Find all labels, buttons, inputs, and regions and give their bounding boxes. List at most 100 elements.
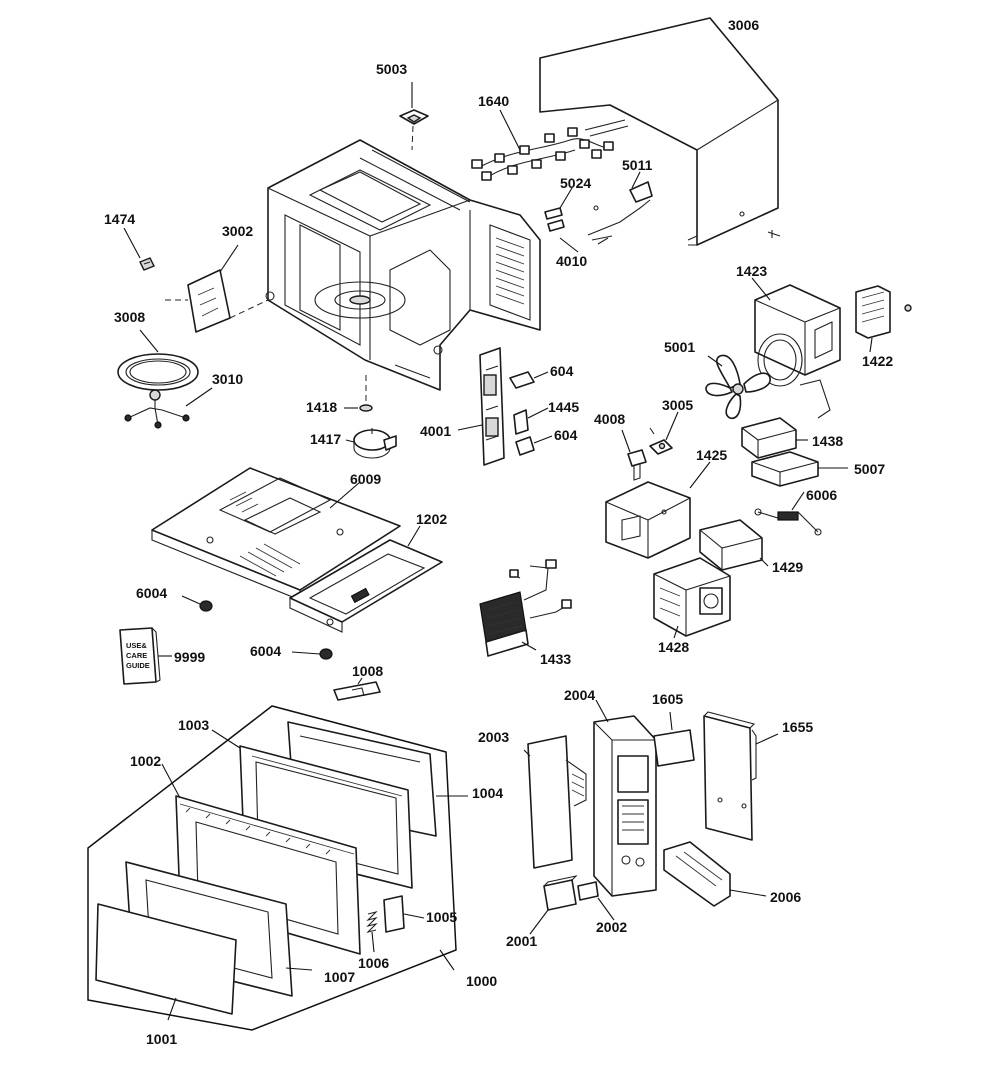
- callout-1418: 1418: [306, 399, 337, 415]
- callout-4010: 4010: [556, 253, 587, 269]
- foot-6004-right: [291, 648, 333, 660]
- air-duct-1429: [699, 519, 769, 571]
- interlock-bracket-4001: [457, 347, 505, 466]
- outer-case-3006: [539, 17, 781, 246]
- relay-1422: [855, 285, 912, 353]
- callout-5001: 5001: [664, 339, 695, 355]
- callout-6009: 6009: [350, 471, 381, 487]
- door-spring-1006: [366, 910, 378, 953]
- callout-2001: 2001: [506, 933, 537, 949]
- control-cover-1655: [703, 711, 779, 841]
- switch-604-upper: [509, 371, 549, 389]
- callout-1005: 1005: [426, 909, 457, 925]
- callout-3006: 3006: [728, 17, 759, 33]
- callout-2004: 2004: [564, 687, 595, 703]
- callout-2003: 2003: [478, 729, 509, 745]
- callout-1640: 1640: [478, 93, 509, 109]
- display-window-1605: [653, 711, 695, 767]
- svg-text:GUIDE: GUIDE: [126, 661, 150, 670]
- callout-5003: 5003: [376, 61, 407, 77]
- lever-2006: [663, 841, 767, 907]
- callout-1425: 1425: [696, 447, 727, 463]
- callout-1001: 1001: [146, 1031, 177, 1047]
- thermostat-3005: [649, 411, 679, 455]
- callout-1428: 1428: [658, 639, 689, 655]
- callout-5007: 5007: [854, 461, 885, 477]
- svg-text:CARE: CARE: [126, 651, 147, 660]
- callout-4001: 4001: [420, 423, 451, 439]
- callout-1445: 1445: [548, 399, 579, 415]
- leader-4010: [559, 237, 579, 253]
- keypad-2003: [523, 735, 587, 869]
- callout-1000: 1000: [466, 973, 497, 989]
- foot-6004-left: [181, 595, 213, 612]
- use-care-guide-9999: USE& CARE GUIDE: [119, 627, 172, 685]
- callout-3005: 3005: [662, 397, 693, 413]
- door-button-2001: [529, 875, 578, 935]
- callout-1438: 1438: [812, 433, 843, 449]
- callout-1605: 1605: [652, 691, 683, 707]
- callout-604-upper: 604: [550, 363, 574, 379]
- callout-1423: 1423: [736, 263, 767, 279]
- transformer-1433: [479, 559, 572, 657]
- callout-1202: 1202: [416, 511, 447, 527]
- callout-1004: 1004: [472, 785, 503, 801]
- callout-1655: 1655: [782, 719, 813, 735]
- callout-1007: 1007: [324, 969, 355, 985]
- door-assembly-group-outline: [87, 705, 457, 1031]
- fuse-5024: [544, 187, 573, 232]
- spring-2002: [577, 881, 615, 921]
- leader-1000: [439, 949, 455, 971]
- callout-1002: 1002: [130, 753, 161, 769]
- callout-2006: 2006: [770, 889, 801, 905]
- callout-1008: 1008: [352, 663, 383, 679]
- door-latch-1008: [333, 677, 381, 701]
- switch-604-lower: [515, 435, 553, 456]
- svg-text:USE&: USE&: [126, 641, 147, 650]
- callout-5011: 5011: [622, 157, 653, 173]
- callout-4008: 4008: [594, 411, 625, 427]
- callout-3002: 3002: [222, 223, 253, 239]
- capacitor-1438: [741, 417, 808, 459]
- callout-3010: 3010: [212, 371, 243, 387]
- callout-2002: 2002: [596, 919, 627, 935]
- callout-1417: 1417: [310, 431, 341, 447]
- door-panel-1002: [161, 763, 361, 955]
- callout-6004-left: 6004: [136, 585, 167, 601]
- power-cord-5011: [587, 171, 653, 245]
- capacitor-bracket-5007: [751, 451, 848, 487]
- wire-harness-1640: [471, 109, 614, 181]
- lamp-socket-4008: [621, 429, 647, 481]
- callout-1433: 1433: [540, 651, 571, 667]
- callout-1422: 1422: [862, 353, 893, 369]
- screw-1474: [123, 227, 155, 271]
- magnetron-bracket-1425: [605, 461, 711, 559]
- waveguide-cover-3002: [165, 244, 269, 333]
- thermal-cutout-5003: [399, 82, 429, 151]
- roller-ring-3008: [117, 329, 199, 391]
- callout-6006: 6006: [806, 487, 837, 503]
- callout-1006: 1006: [358, 955, 389, 971]
- door-hinge-1005: [383, 895, 425, 933]
- oven-cavity: [265, 139, 541, 391]
- callout-1474: 1474: [104, 211, 135, 227]
- coupler-3010: [124, 387, 213, 429]
- fan-bracket-1423: [751, 277, 841, 419]
- fan-blade-5001: [705, 354, 771, 420]
- control-frame-2004: [593, 699, 657, 897]
- callout-9999: 9999: [174, 649, 205, 665]
- callout-604-lower: 604: [554, 427, 578, 443]
- turntable-motor-1417: [345, 428, 397, 459]
- callout-6004-right: 6004: [250, 643, 281, 659]
- magnetron-1428: [653, 557, 731, 639]
- callout-5024: 5024: [560, 175, 591, 191]
- outer-door-glass-1001: [95, 903, 237, 1021]
- front-plate-1202: [289, 525, 443, 633]
- callout-1429: 1429: [772, 559, 803, 575]
- callout-labels: 3006 5003 1640 5024 5011 4010 1474 3002 …: [104, 17, 893, 1047]
- washer-1418: [344, 375, 373, 412]
- switch-1445: [513, 407, 549, 435]
- callout-3008: 3008: [114, 309, 145, 325]
- diode-6006: [754, 491, 822, 536]
